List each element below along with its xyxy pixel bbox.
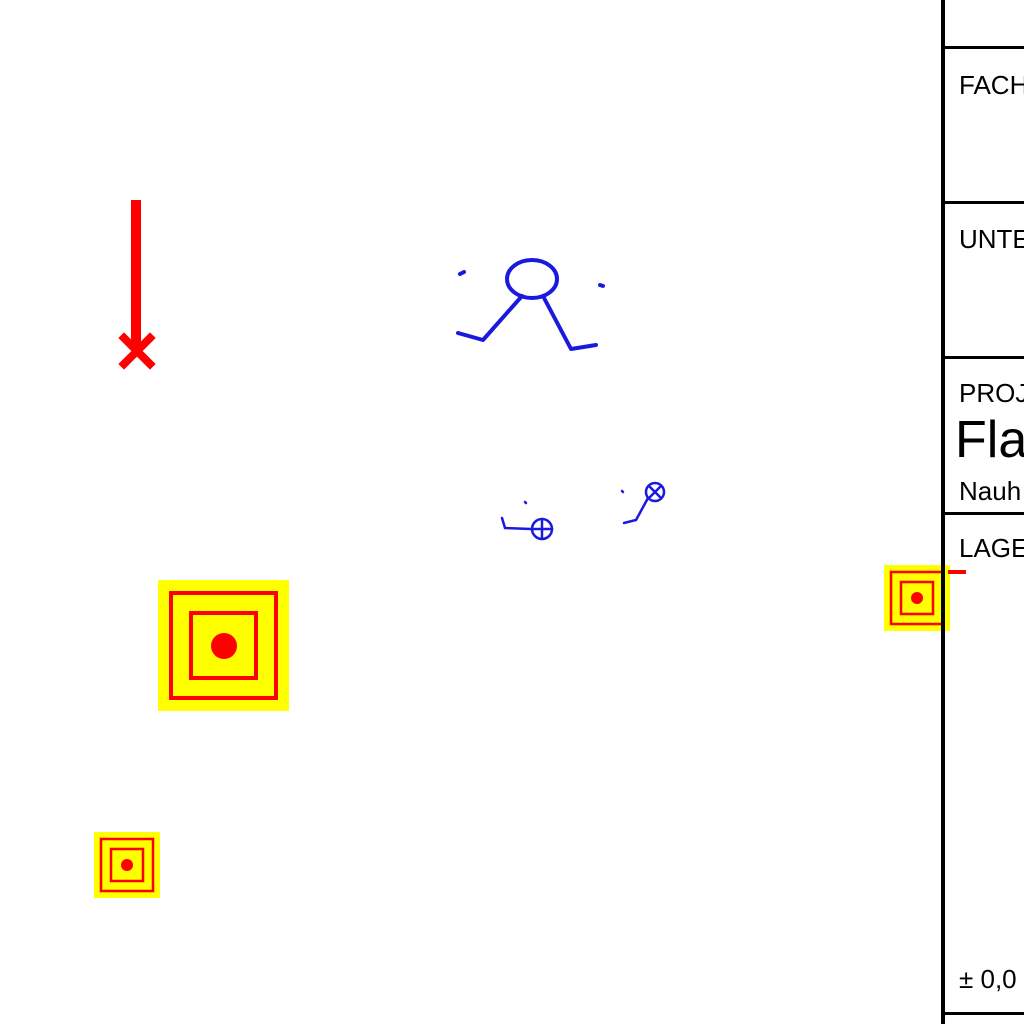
target-square-small-left-inner (109, 847, 145, 883)
project-subtitle: Nauh (959, 476, 1022, 506)
blue-sketch-head (505, 258, 559, 300)
crossed-circle-lines (647, 484, 663, 500)
blue-sketch-figure (456, 258, 605, 351)
target-square-large-outer (169, 591, 278, 700)
target-square-large-inner (189, 611, 258, 680)
target-square-small-right-tick (948, 570, 966, 574)
title-block-rule (941, 201, 1024, 204)
target-square-small-left-dot (121, 859, 133, 871)
red-marker-symbol (118, 200, 156, 370)
target-square-small-right-dot (911, 592, 923, 604)
blue-sketch-dot-left (458, 270, 466, 276)
blue-sketch-dot-right (598, 283, 605, 288)
lage-label: LAGE (959, 533, 1024, 563)
target-square-large-dot (211, 633, 237, 659)
red-marker-stem (131, 200, 141, 348)
crossed-circle-icon (644, 481, 666, 503)
blue-sketch-right-leg (541, 294, 598, 351)
title-block-rule (941, 1012, 1024, 1015)
crosshair-lines (530, 517, 554, 541)
target-square-small-left-outer (99, 837, 155, 893)
red-cross-icon (118, 332, 156, 370)
project-name: Fla (955, 411, 1024, 469)
blue-mark-right-line (622, 496, 650, 525)
proj-label: PROJ (959, 378, 1024, 408)
level-label: ± 0,0 (959, 964, 1017, 994)
blue-mark-dot-a (523, 500, 528, 505)
blue-mark-left-line (500, 516, 533, 531)
title-block-rule (941, 512, 1024, 515)
title-block-rule (941, 356, 1024, 359)
target-square-large (158, 580, 289, 711)
blue-sketch-left-leg (456, 294, 524, 342)
unte-label: UNTE (959, 224, 1024, 254)
target-square-small-right-inner (899, 580, 935, 616)
blue-crosshair-marks (500, 481, 666, 541)
title-block-rule (941, 46, 1024, 49)
blue-mark-dot-b (620, 489, 625, 494)
target-square-small-left (94, 832, 160, 898)
fach-label: FACH (959, 70, 1024, 100)
title-block: FACH UNTE PROJ Fla Nauh LAGE ± 0,0 (941, 0, 1024, 1024)
